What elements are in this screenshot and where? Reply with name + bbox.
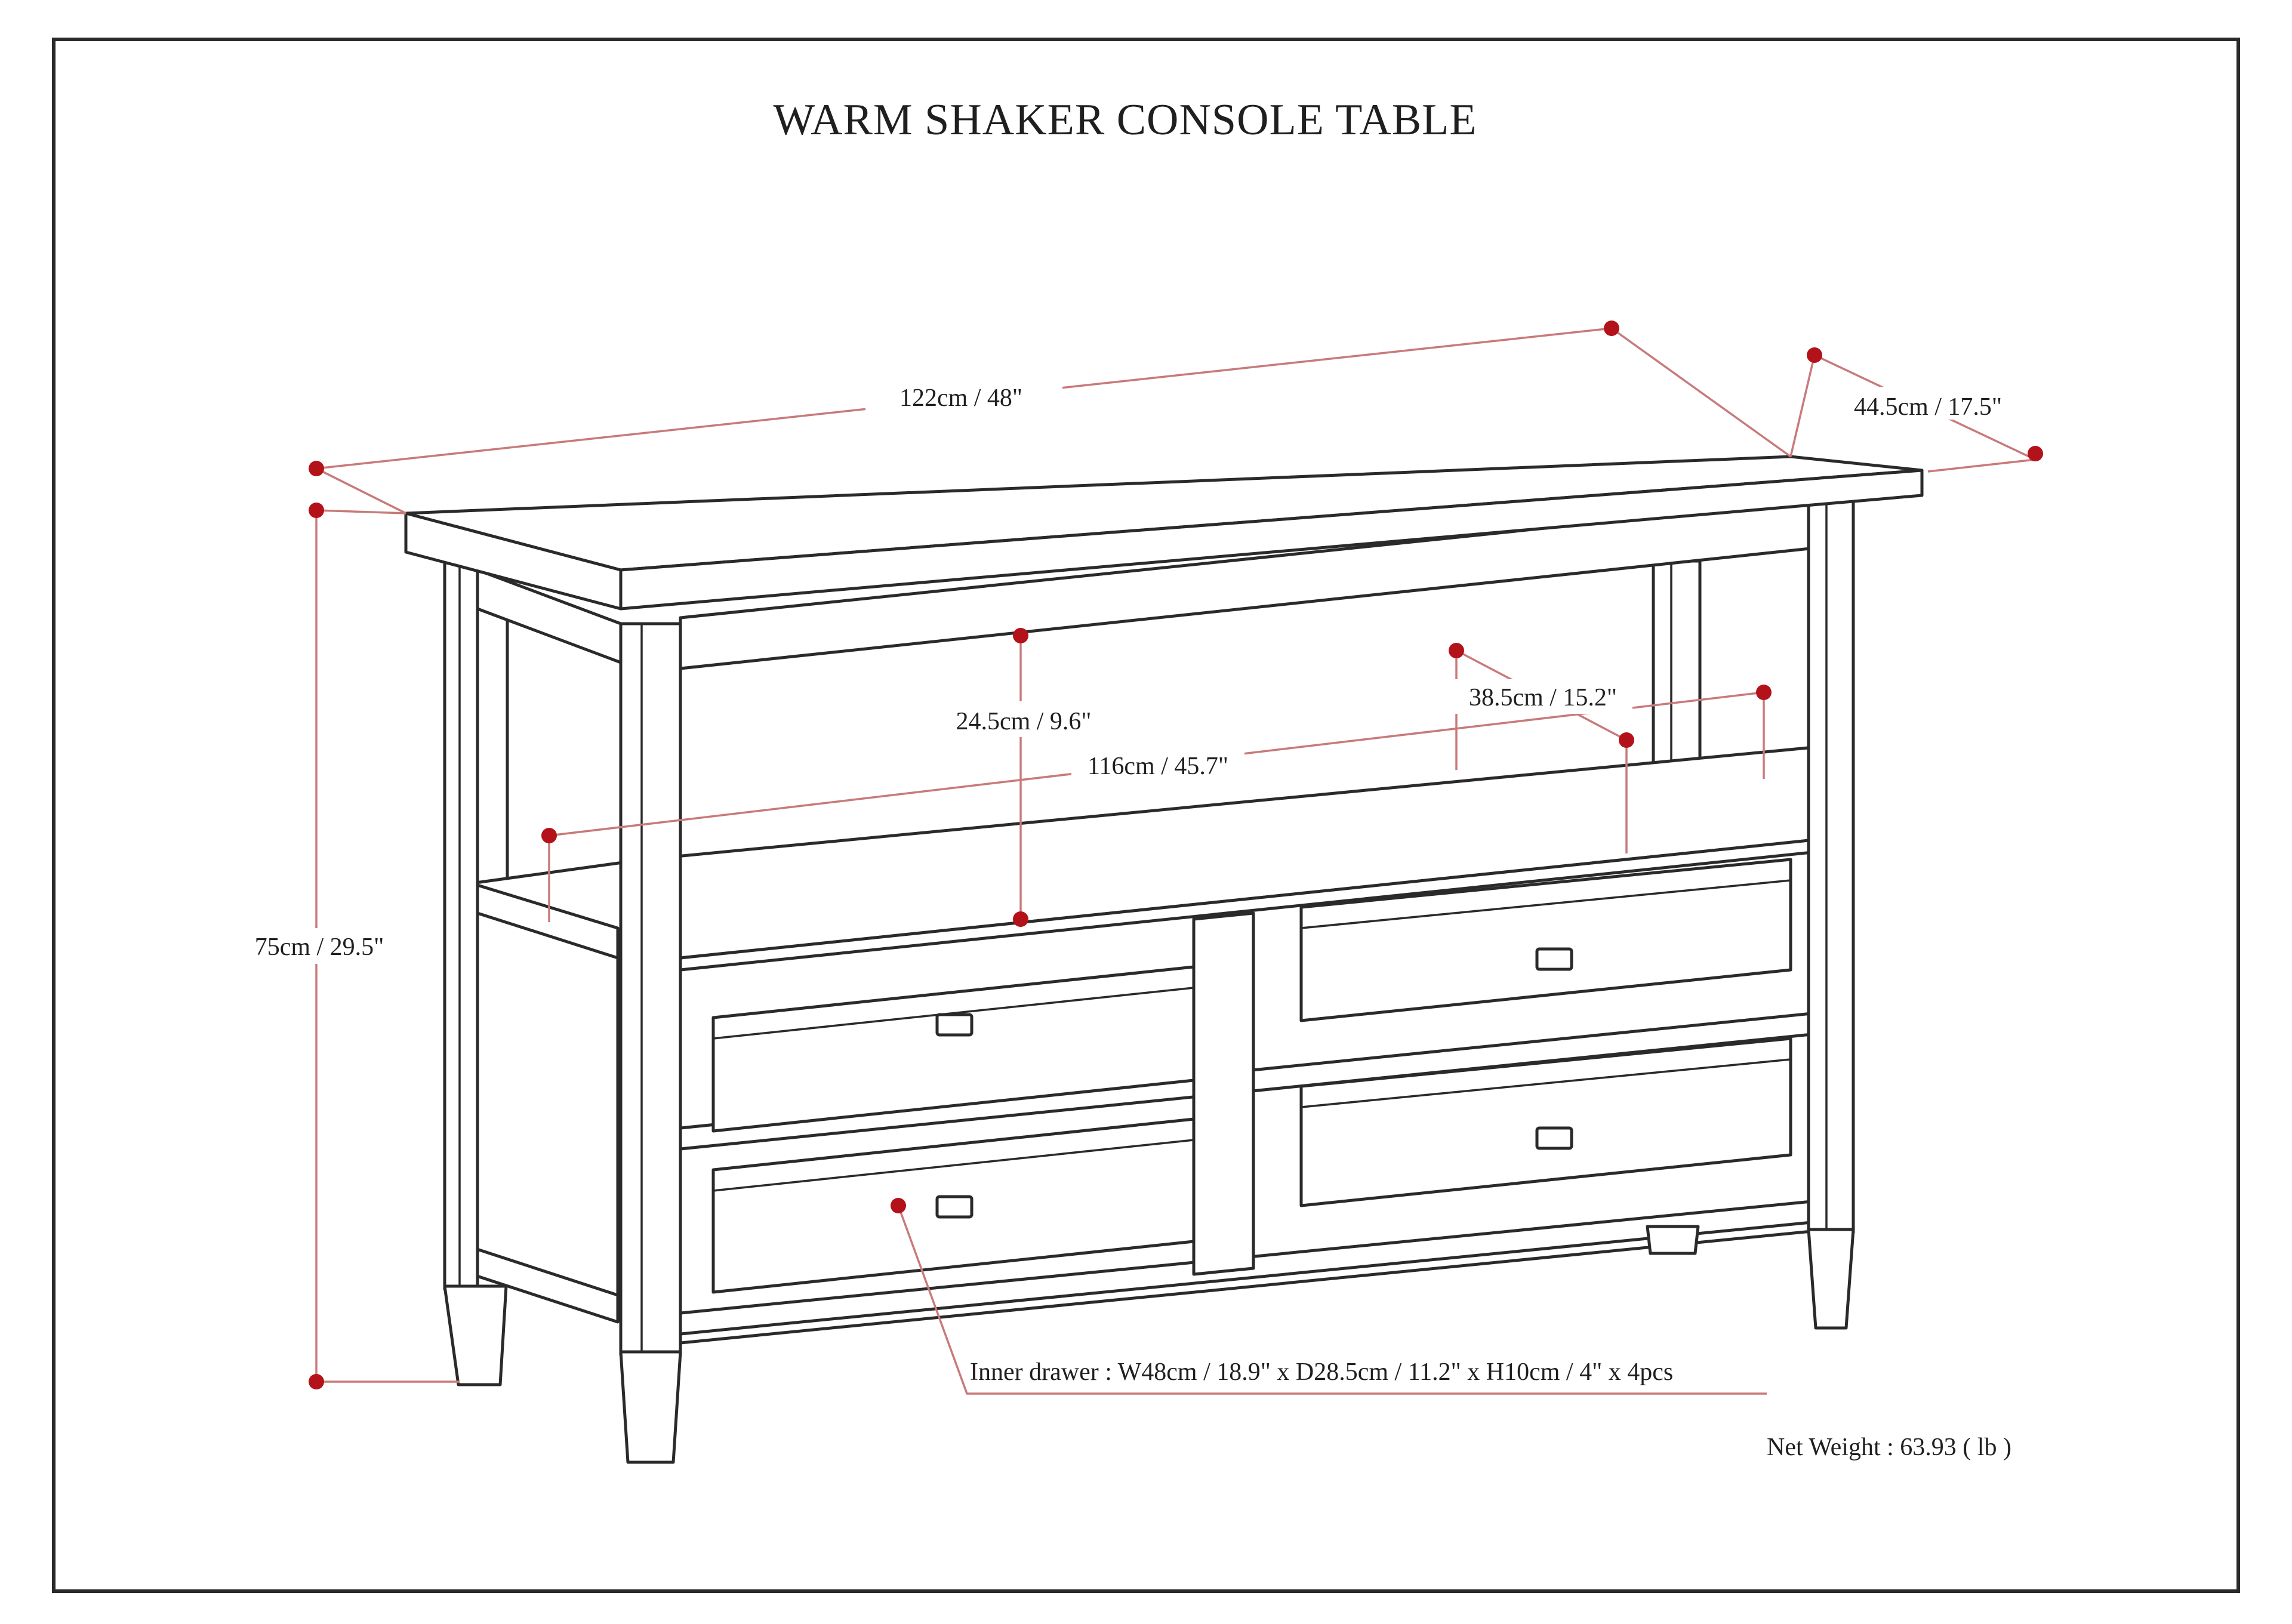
drawer-top-right [1299,858,1792,1022]
shelf-depth-dot-back [1449,643,1464,658]
width-dot-right [1604,321,1619,336]
drawer-pull-icon [1535,1126,1573,1150]
width-label: 122cm / 48" [899,384,1022,412]
shelf-depth-dot-front [1619,732,1634,748]
dimension-annotations: 122cm / 48" 44.5cm / 17.5" 75cm / 29.5" … [239,321,2043,1395]
clearance-dot-bottom [1013,911,1028,927]
front-right-foot [1807,1228,1855,1330]
depth-dot-back [1807,347,1822,363]
shelf-depth-label: 38.5cm / 15.2" [1469,684,1617,711]
inner-drawer-dot [891,1198,906,1213]
drawer-pull-icon [935,1013,974,1037]
front-left-foot [619,1350,682,1464]
shelf-width-dot-right [1756,685,1772,700]
drawer-pull-icon [1535,947,1573,971]
front-right-leg [1807,497,1855,1234]
height-dot-top [309,503,324,518]
console-table-drawing [404,455,1924,1464]
depth-dot-front [2028,446,2043,461]
front-left-leg [619,622,682,1357]
clearance-dot-top [1013,628,1028,643]
page-frame [52,38,2240,1593]
shelf-clearance-label: 24.5cm / 9.6" [956,708,1091,735]
inner-drawer-label: Inner drawer : W48cm / 18.9" x D28.5cm /… [970,1358,1673,1386]
height-dot-bottom [309,1374,324,1389]
diagram-title: WARM SHAKER CONSOLE TABLE [773,95,1477,144]
width-dot-left [309,461,324,476]
drawer-pull-icon [935,1195,974,1219]
inner-drawer-leader [897,1205,1767,1395]
shelf-width-dot-left [541,828,557,843]
depth-label: 44.5cm / 17.5" [1854,393,2002,421]
net-weight-label: Net Weight : 63.93 ( lb ) [1767,1434,2011,1461]
shelf-width-label: 116cm / 45.7" [1088,753,1228,780]
drawer-top-left [711,965,1196,1133]
height-label: 75cm / 29.5" [255,933,384,961]
drawer-bottom-right [1299,1037,1792,1207]
left-side-panel [476,911,620,1315]
